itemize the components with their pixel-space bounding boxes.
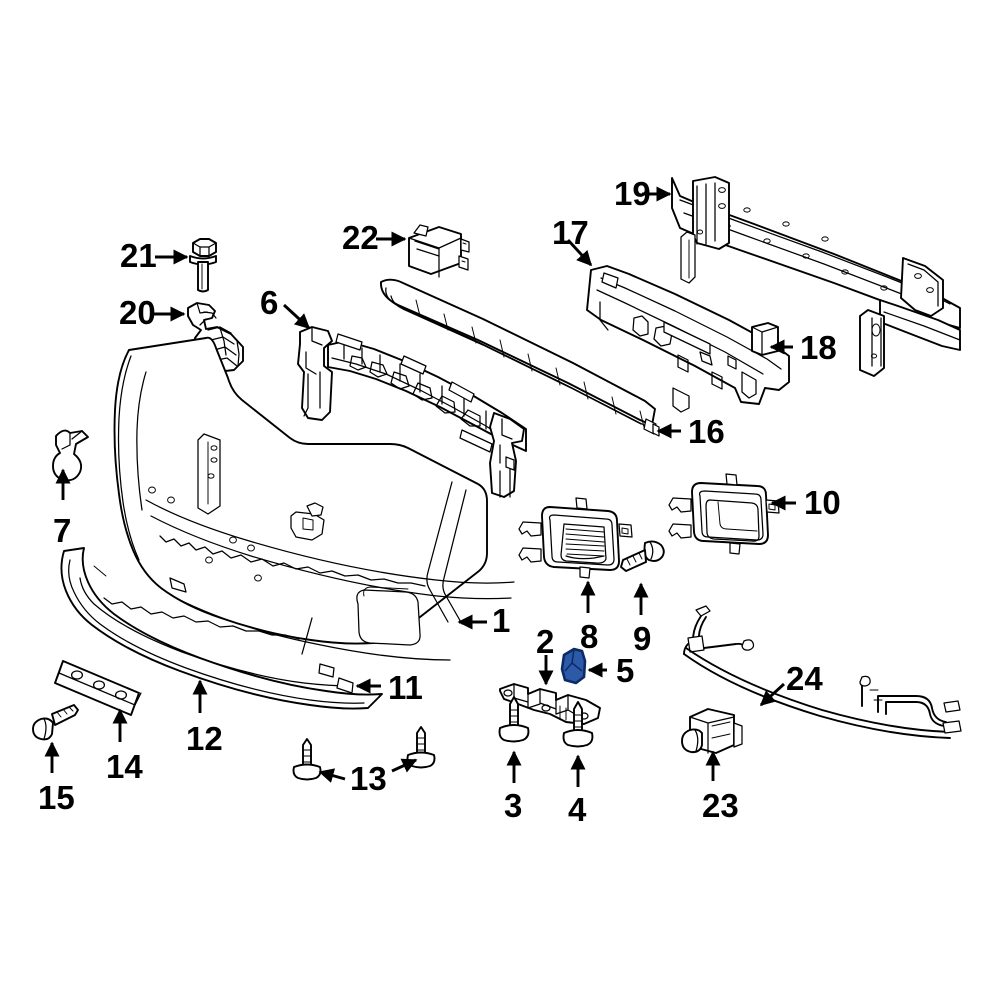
part-15-screw: [32, 704, 79, 741]
part-9-screw: [620, 540, 665, 572]
callout-label-15[interactable]: 15: [38, 779, 75, 816]
callout-label-24[interactable]: 24: [786, 660, 823, 697]
callout-label-19[interactable]: 19: [614, 175, 651, 212]
callout-label-21[interactable]: 21: [120, 237, 157, 274]
callout-label-6[interactable]: 6: [260, 284, 279, 321]
callout-label-3[interactable]: 3: [504, 787, 523, 824]
callout-label-10[interactable]: 10: [804, 484, 841, 521]
part-17-impact-absorber: [586, 265, 790, 413]
callout-label-11[interactable]: 11: [388, 669, 423, 706]
part-12-lower-valance: [60, 547, 383, 710]
part-24-wiring-harness: [683, 605, 962, 739]
part-11-lower-clip: [336, 677, 354, 694]
callout-label-9[interactable]: 9: [633, 620, 652, 657]
part-8-fog-lamp-bezel-left: [518, 497, 633, 579]
part-4-screw: [562, 701, 594, 748]
callout-label-4[interactable]: 4: [568, 791, 587, 828]
callout-label-17[interactable]: 17: [552, 214, 589, 251]
callout-label-1[interactable]: 1: [492, 602, 511, 639]
part-16-upper-grille: [380, 278, 660, 437]
part-22-radar-sensor: [408, 224, 470, 278]
callout-label-8[interactable]: 8: [580, 618, 599, 655]
callout-label-23[interactable]: 23: [702, 787, 739, 824]
callout-label-18[interactable]: 18: [800, 329, 837, 366]
callout-label-14[interactable]: 14: [106, 748, 143, 785]
part-1-bumper-cover: [113, 336, 515, 661]
part-10-fog-lamp-bezel-right: [668, 473, 780, 555]
part-18-spacer-pad: [751, 322, 779, 356]
part-19-reinforcement-bar: [671, 176, 961, 377]
part-3-screw: [498, 696, 530, 743]
callout-label-7[interactable]: 7: [53, 512, 72, 549]
part-13-screw-left: [292, 738, 322, 781]
callout-label-13[interactable]: 13: [350, 760, 387, 797]
part-5-tow-eye-cover: [560, 647, 587, 685]
callout-label-16[interactable]: 16: [688, 413, 725, 450]
callout-label-5[interactable]: 5: [616, 652, 635, 689]
callout-label-20[interactable]: 20: [119, 294, 156, 331]
part-7-retainer-clip: [52, 429, 89, 482]
part-14-license-plate-bracket: [54, 660, 142, 716]
callout-label-2[interactable]: 2: [536, 623, 555, 660]
part-6-upper-energy-absorber: [297, 326, 527, 498]
part-23-parking-sensor: [681, 708, 743, 754]
callout-leaders: [44, 186, 796, 787]
callout-label-12[interactable]: 12: [186, 720, 223, 757]
callout-label-22[interactable]: 22: [342, 219, 379, 256]
part-21-hex-flange-bolt: [189, 238, 217, 293]
